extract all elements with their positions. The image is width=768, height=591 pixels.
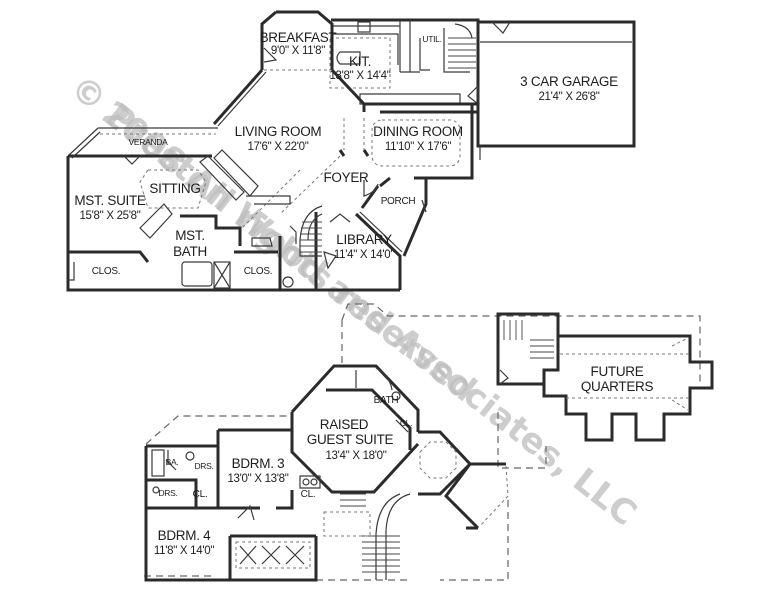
label-master-suite: MST. SUITE xyxy=(74,193,146,208)
label-bedroom-4: BDRM. 4 xyxy=(158,528,211,543)
label-living-room: LIVING ROOM xyxy=(235,124,322,139)
label-raised: RAISED xyxy=(320,417,369,432)
second-floor-plan xyxy=(144,303,701,582)
dims-kitchen: 13'8" X 14'4" xyxy=(329,70,390,82)
dims-garage: 21'4" X 26'8" xyxy=(538,91,599,103)
main-stair xyxy=(299,205,323,257)
label-closet-2: CLOS. xyxy=(244,266,273,277)
dims-living-room: 17'6" X 22'0" xyxy=(247,141,308,153)
label-quarters: QUARTERS xyxy=(581,379,654,394)
upper-landing xyxy=(418,430,509,530)
label-bath: BATH xyxy=(374,395,399,406)
label-bath-small: BA. xyxy=(166,457,179,467)
label-closet-guest: CL. xyxy=(400,418,412,428)
label-closet-1: CLOS. xyxy=(92,266,121,277)
label-dressing-1: DRS. xyxy=(194,461,213,471)
label-kitchen: KIT. xyxy=(349,54,371,69)
dims-library: 11'4" X 14'0" xyxy=(334,249,394,261)
label-foyer: FOYER xyxy=(323,170,369,185)
label-breakfast: BREAKFAST xyxy=(260,30,337,45)
dims-bedroom-4: 11'8" X 14'0" xyxy=(154,545,214,557)
label-sitting: SITTING xyxy=(149,181,200,196)
bedroom-wing xyxy=(144,428,321,582)
label-library: LIBRARY xyxy=(336,232,392,247)
label-master-bath-1: MST. xyxy=(175,228,205,243)
label-bedroom-3: BDRM. 3 xyxy=(232,456,285,471)
dims-bedroom-3: 13'0" X 13'8" xyxy=(227,473,288,485)
label-master-bath-2: BATH xyxy=(173,244,207,259)
dims-master-suite: 15'8" X 25'8" xyxy=(79,210,140,222)
room-labels: BREAKFAST 9'0" X 11'8" KIT. 13'8" X 14'4… xyxy=(74,30,653,557)
breakfast-nook xyxy=(260,10,334,71)
label-dining-room: DINING ROOM xyxy=(373,124,463,139)
label-future: FUTURE xyxy=(591,364,644,379)
first-floor-plan xyxy=(66,10,636,292)
dims-guest-suite: 13'4" X 18'0" xyxy=(325,450,386,462)
label-utility: UTIL. xyxy=(422,34,441,44)
dining-room xyxy=(364,102,481,180)
label-closet-4: CL. xyxy=(301,489,316,500)
master-wing xyxy=(66,127,316,292)
label-veranda: VERANDA xyxy=(129,137,169,147)
upper-stair xyxy=(323,493,411,580)
guest-suite xyxy=(290,364,420,494)
dims-dining-room: 11'10" X 17'6" xyxy=(385,141,452,153)
label-closet-3: CL. xyxy=(193,489,208,500)
label-porch: PORCH xyxy=(381,196,416,207)
garage-upper-plan xyxy=(496,312,714,442)
kitchen-block xyxy=(329,18,480,114)
label-guest-suite: GUEST SUITE xyxy=(307,432,394,447)
label-dressing-2: DRS. xyxy=(158,488,177,498)
dims-breakfast: 9'0" X 11'8" xyxy=(271,45,325,57)
label-garage: 3 CAR GARAGE xyxy=(520,74,618,89)
